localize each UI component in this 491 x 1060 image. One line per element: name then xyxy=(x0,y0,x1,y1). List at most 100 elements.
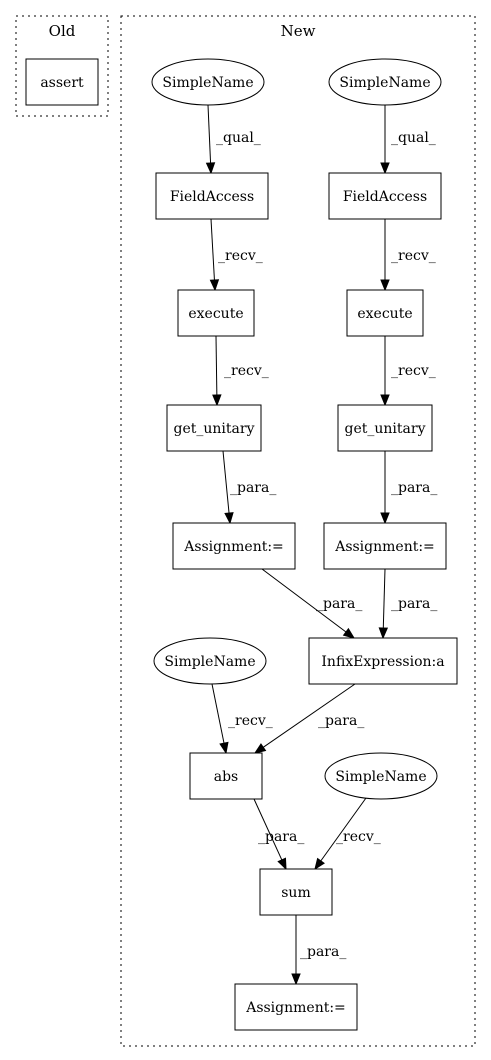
node-as3: Assignment:= xyxy=(234,983,358,1031)
arrowhead xyxy=(224,512,234,525)
edge-label: _recv_ xyxy=(391,248,436,264)
edge-label: _recv_ xyxy=(228,713,273,729)
edge-label: _para_ xyxy=(316,596,362,612)
node-gu1: get_unitary xyxy=(166,404,262,452)
node-label: Assignment:= xyxy=(183,539,284,555)
node-label: assert xyxy=(40,75,84,91)
node-label: SimpleName xyxy=(162,75,253,91)
node-ellipse xyxy=(151,58,265,106)
node-label: InfixExpression:a xyxy=(321,654,444,670)
cluster-new-label: New xyxy=(281,22,316,40)
node-sn1: SimpleName xyxy=(151,58,265,106)
node-sn2: SimpleName xyxy=(328,58,442,106)
edge-line xyxy=(262,683,356,748)
node-ellipse xyxy=(153,637,267,685)
arrowhead xyxy=(380,512,390,525)
node-ex1: execute xyxy=(177,289,255,337)
arrowhead xyxy=(209,279,220,292)
edge-ex1-to-gu1: _recv_ xyxy=(212,335,269,407)
arrowhead xyxy=(205,162,216,175)
node-label: FieldAccess xyxy=(170,189,254,205)
node-infix: InfixExpression:a xyxy=(308,637,458,685)
edge-line xyxy=(261,568,347,633)
node-label: abs xyxy=(214,769,239,785)
edge-label: _para_ xyxy=(230,480,276,496)
cluster-old-label: Old xyxy=(49,22,76,40)
node-box xyxy=(328,172,442,220)
node-box xyxy=(346,289,424,337)
edge-as2-to-infix: _para_ xyxy=(378,568,437,640)
edge-ex2-to-gu2: _recv_ xyxy=(380,336,436,407)
node-box xyxy=(323,522,447,570)
edge-label: _recv_ xyxy=(336,829,381,845)
edge-label: _para_ xyxy=(391,596,437,612)
node-as1: Assignment:= xyxy=(172,522,296,570)
node-label: FieldAccess xyxy=(343,189,427,205)
node-sn4: SimpleName xyxy=(324,752,438,800)
node-abs: abs xyxy=(189,752,263,800)
edge-label: _recv_ xyxy=(391,363,436,379)
node-label: SimpleName xyxy=(335,769,426,785)
arrowhead xyxy=(342,627,356,639)
node-label: Assignment:= xyxy=(245,1000,346,1016)
edge-infix-to-abs: _para_ xyxy=(253,683,364,754)
edge-gu2-to-as2: _para_ xyxy=(380,451,437,525)
arrowhead xyxy=(378,627,389,640)
node-box xyxy=(234,983,358,1031)
arrowhead xyxy=(291,973,301,986)
edge-label: _recv_ xyxy=(224,363,269,379)
edge-sn4-to-sum: _recv_ xyxy=(314,797,381,871)
edge-sum-to-as3: _para_ xyxy=(291,915,346,986)
edge-line xyxy=(320,797,367,862)
node-fa1: FieldAccess xyxy=(155,172,269,220)
node-box xyxy=(259,868,333,916)
edge-label: _para_ xyxy=(391,480,437,496)
node-box xyxy=(166,404,262,452)
node-assert: assert xyxy=(25,58,99,106)
arrowhead xyxy=(380,394,390,407)
edge-label: _recv_ xyxy=(218,248,263,264)
node-label: get_unitary xyxy=(174,421,255,437)
edge-fa1-to-ex1: _recv_ xyxy=(209,218,263,292)
node-label: sum xyxy=(281,885,310,901)
edge-label: _qual_ xyxy=(216,130,261,146)
arrowhead xyxy=(314,857,325,871)
node-label: execute xyxy=(357,306,412,322)
edge-label: _para_ xyxy=(300,944,346,960)
arrowhead xyxy=(380,279,390,292)
edge-line xyxy=(211,683,225,744)
cluster-new: New xyxy=(120,15,476,1047)
edge-line xyxy=(382,568,386,629)
edge-fa2-to-ex2: _recv_ xyxy=(380,219,436,292)
edge-line xyxy=(222,450,230,514)
node-box xyxy=(155,172,269,220)
node-ex2: execute xyxy=(346,289,424,337)
node-ellipse xyxy=(324,752,438,800)
node-box xyxy=(172,522,296,570)
arrowhead xyxy=(277,857,287,871)
node-label: execute xyxy=(188,306,243,322)
cluster-old: Old xyxy=(15,15,109,117)
edge-gu1-to-as1: _para_ xyxy=(222,450,276,525)
cluster-new-border xyxy=(120,15,476,1047)
node-box xyxy=(308,637,458,685)
edge-abs-to-sum: _para_ xyxy=(253,798,304,871)
node-label: SimpleName xyxy=(164,654,255,670)
edge-sn1-to-fa1: _qual_ xyxy=(205,104,261,175)
edge-label: _qual_ xyxy=(391,130,436,146)
node-box xyxy=(337,404,433,452)
arrowhead xyxy=(380,162,390,175)
edge-label: _para_ xyxy=(258,829,304,845)
node-box xyxy=(177,289,255,337)
node-label: SimpleName xyxy=(339,75,430,91)
node-gu2: get_unitary xyxy=(337,404,433,452)
edge-line xyxy=(207,104,212,164)
node-sn3: SimpleName xyxy=(153,637,267,685)
arrowhead xyxy=(219,741,229,755)
edge-line xyxy=(253,798,283,861)
edges-layer: _qual__qual__recv__recv__recv__recv__par… xyxy=(205,104,437,986)
node-as2: Assignment:= xyxy=(323,522,447,570)
edge-as1-to-infix: _para_ xyxy=(261,568,362,639)
